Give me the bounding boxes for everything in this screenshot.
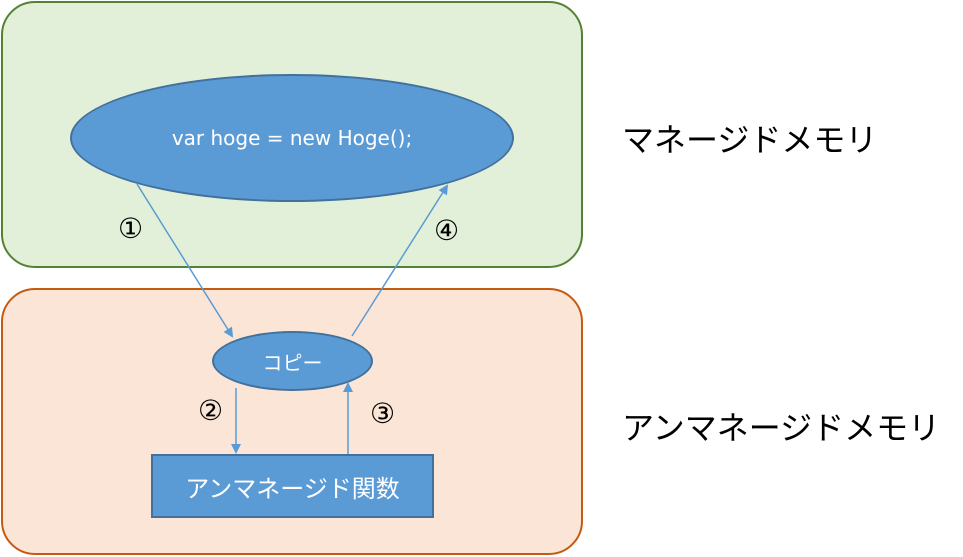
managed-memory-label: マネージドメモリ	[622, 121, 878, 159]
unmanaged-function-node: アンマネージド関数	[151, 454, 434, 518]
arrow-step-4	[351, 184, 449, 337]
unmanaged-memory-label: アンマネージドメモリ	[622, 409, 941, 447]
managed-code-node: var hoge = new Hoge();	[70, 74, 514, 202]
arrow-step-1	[136, 183, 234, 338]
unmanaged-function-text: アンマネージド関数	[185, 474, 400, 503]
step-2-label: ②	[198, 394, 224, 427]
step-1-label: ①	[118, 212, 144, 245]
step-3-label: ③	[370, 397, 396, 430]
copy-node: コピー	[212, 331, 373, 391]
managed-code-text: var hoge = new Hoge();	[171, 126, 413, 150]
step-4-label: ④	[434, 214, 460, 247]
copy-text: コピー	[262, 350, 323, 375]
